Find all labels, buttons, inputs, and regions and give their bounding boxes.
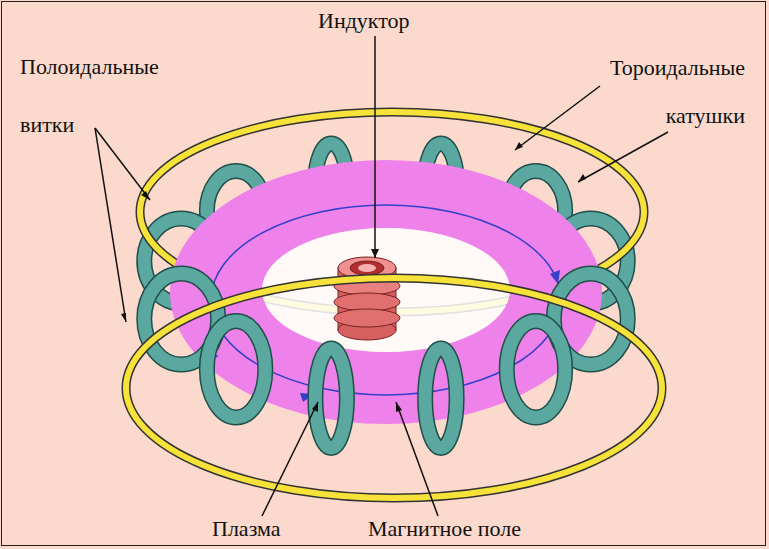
magnetic-field-label: Магнитное поле	[368, 516, 568, 542]
toroidal-coil	[507, 321, 565, 417]
leader-lines	[95, 36, 668, 516]
inductor	[334, 257, 400, 340]
poloidal-ring	[126, 278, 662, 498]
arrow-heads	[121, 142, 586, 412]
toroidal-coil	[315, 348, 347, 448]
poloidal-coils-label: Полоидальные витки	[20, 38, 190, 154]
toroidal-coils-label: Тороидальные катушки	[545, 44, 745, 140]
plasma-label: Плазма	[212, 516, 312, 542]
inductor-label: Индуктор	[318, 8, 438, 34]
toroidal-coil	[207, 321, 265, 417]
poloidal-ring	[126, 278, 662, 498]
toroidal-coil	[425, 348, 457, 448]
